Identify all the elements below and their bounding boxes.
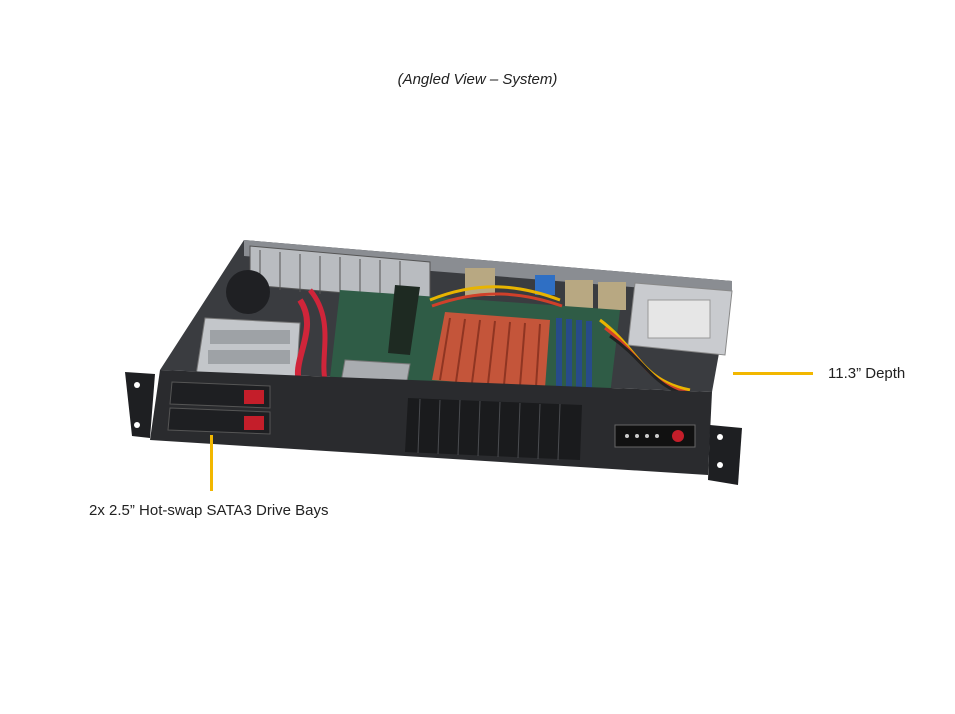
drive-bay-1 [169, 381, 271, 409]
drive-bays-callout-line [210, 435, 213, 491]
chassis-rear-wall [244, 240, 732, 295]
power-button [672, 430, 684, 442]
rear-io-ports [465, 268, 626, 310]
depth-label: 11.3” Depth [828, 365, 906, 382]
riser-card [388, 285, 420, 355]
power-cables [429, 285, 701, 400]
dimm-slots [556, 318, 592, 391]
rack-ear-right [708, 425, 742, 485]
front-vent [405, 398, 582, 460]
view-caption: (Angled View – System) [397, 71, 558, 88]
drive-bays-label: 2x 2.5” Hot-swap SATA3 Drive Bays [89, 502, 329, 519]
rear-vent-grille [249, 245, 431, 301]
system-fan [226, 270, 270, 314]
depth-callout-line [733, 372, 813, 375]
rack-ear-left [125, 372, 155, 438]
psu-label [647, 299, 711, 339]
cpu-heatsink [432, 312, 550, 388]
drive-bay-2 [167, 407, 271, 435]
